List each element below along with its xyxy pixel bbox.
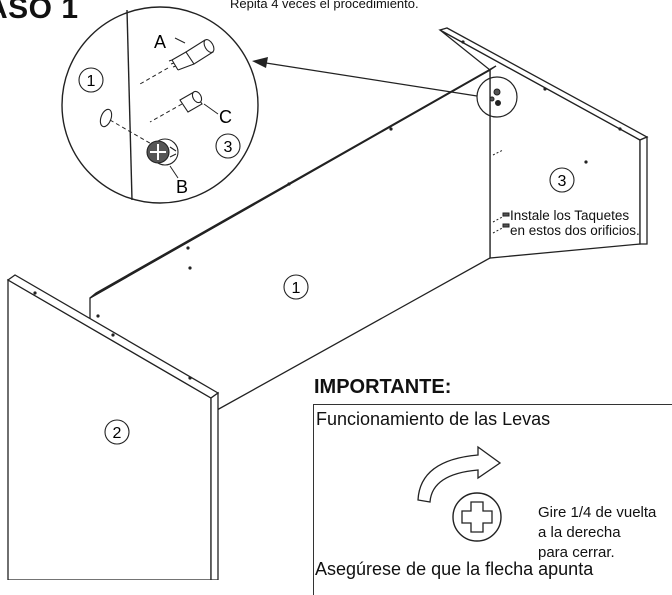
cam-info-box: [313, 404, 672, 595]
svg-text:3: 3: [224, 139, 233, 156]
dowel-install-note: Instale los Taquetes en estos dos orific…: [510, 208, 640, 238]
svg-text:1: 1: [87, 73, 96, 90]
rotate-arrow-icon: [417, 445, 502, 503]
callout-circle: [476, 76, 518, 118]
cam-function-title: Funcionamiento de las Levas: [316, 409, 551, 429]
cam-screw-icon: [452, 492, 502, 542]
detail-circle: [61, 6, 259, 204]
panel-number-3: 3: [549, 167, 575, 193]
detail-number-3: 3: [215, 133, 241, 159]
turn-instruction: Gire 1/4 de vuelta a la derecha para cer…: [538, 504, 657, 561]
part-label-c: C: [219, 107, 232, 127]
corner-hardware: [489, 88, 501, 106]
dowel-note-line-2: en estos dos orificios.: [510, 223, 640, 238]
arrow-direction-note: Asegúrese de que la flecha apunta: [315, 559, 594, 579]
dowel-note-line-1: Instale los Taquetes: [510, 208, 630, 223]
assembly-diagram: A C B 1 3 3 1 2: [6, 6, 649, 580]
svg-text:3: 3: [558, 173, 567, 190]
callout-arrow: [252, 57, 478, 97]
important-heading: IMPORTANTE:: [314, 376, 452, 398]
detail-number-1: 1: [78, 67, 104, 93]
part-label-a: A: [154, 32, 166, 52]
panel-back: [89, 65, 497, 411]
svg-text:1: 1: [292, 280, 301, 297]
instruction-text: Repita 4 veces el procedimiento.: [230, 0, 419, 11]
dowel-pegs: [492, 149, 510, 234]
part-label-b: B: [176, 177, 188, 197]
svg-text:2: 2: [113, 425, 122, 442]
step-title: ASO 1: [0, 0, 79, 25]
panel-number-2: 2: [104, 419, 130, 445]
panel-number-1: 1: [283, 274, 309, 300]
